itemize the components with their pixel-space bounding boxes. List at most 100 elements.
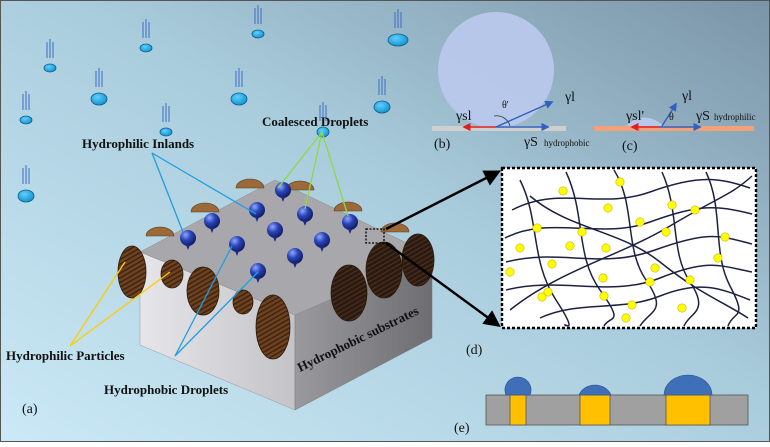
yellow-particle — [650, 263, 660, 273]
leader-inlands-2 — [151, 152, 257, 215]
falling-droplets — [17, 5, 409, 203]
fiber — [613, 169, 658, 327]
panel-e: (e) — [454, 374, 749, 436]
panel-b-angle-arc — [493, 115, 511, 127]
falling-droplet — [139, 43, 153, 53]
zoom-arrow-bottom — [385, 242, 501, 327]
sphere-tail — [303, 221, 307, 226]
sphere-tail — [273, 237, 277, 242]
zoom-arrow-top — [385, 170, 501, 231]
yellow-particle — [515, 243, 525, 253]
yellow-particle — [645, 277, 655, 287]
panel-c-theta: θ — [669, 112, 674, 123]
panel-b-gamma-s-sub: hydrophobic — [544, 138, 590, 148]
yellow-particle — [558, 186, 568, 196]
falling-droplet — [373, 100, 391, 114]
yellow-particle — [713, 253, 723, 263]
leader-lines — [69, 131, 349, 357]
fiber — [511, 178, 751, 211]
yellow-particle — [598, 273, 608, 283]
fiber — [504, 206, 753, 239]
yellow-particle — [532, 223, 542, 233]
fiber — [509, 175, 753, 311]
yellow-particle — [599, 291, 609, 301]
leader-droplets-1 — [174, 245, 233, 357]
panel-b-gamma-s: γS — [523, 135, 538, 150]
yellow-particle — [621, 313, 631, 323]
sphere-tail — [235, 251, 239, 256]
hydrophilic-particle — [160, 259, 184, 289]
falling-droplet — [230, 92, 248, 106]
yellow-particle — [627, 300, 637, 310]
leader-coalesced-2 — [304, 131, 323, 210]
panel-c-arrow-l — [661, 102, 677, 127]
fiber — [565, 171, 615, 327]
water-sphere — [249, 202, 265, 218]
water-sphere — [250, 263, 266, 279]
yellow-particle — [685, 275, 695, 285]
panel-b-label: (b) — [434, 137, 451, 152]
rim-particle-cap — [145, 226, 175, 237]
water-sphere — [342, 214, 358, 230]
coalesced-droplets-label: Coalesced Droplets — [262, 114, 368, 129]
yellow-particles — [505, 177, 730, 323]
sphere-tail — [186, 245, 190, 250]
fiber — [519, 179, 570, 327]
yellow-particle — [615, 177, 625, 187]
hydrophilic-particle — [401, 233, 435, 287]
panel-c-label: (c) — [622, 139, 638, 154]
sphere-tail — [348, 229, 352, 234]
hydrophilic-particles-label: Hydrophilic Particles — [6, 348, 125, 363]
yellow-particle — [661, 227, 671, 237]
water-sphere — [314, 232, 330, 248]
panel-b-arrow-l — [495, 100, 554, 128]
panel-c-gamma-s-sub: hydrophilic — [714, 112, 756, 122]
sphere-tail — [255, 217, 259, 222]
yellow-particle — [505, 267, 515, 277]
panel-b-surface — [432, 126, 566, 131]
leader-droplets-2 — [174, 271, 259, 357]
panel-b-gamma-l: γl — [564, 90, 575, 105]
yellow-particle — [537, 292, 547, 302]
panel-d-label: (d) — [466, 343, 483, 358]
falling-droplet — [251, 29, 265, 39]
yellow-particle — [603, 203, 613, 213]
yellow-particle — [565, 241, 575, 251]
hydrophilic-particle — [255, 294, 291, 360]
yellow-particle — [635, 217, 645, 227]
hydrophilic-particle — [117, 245, 147, 299]
yellow-particle — [601, 243, 611, 253]
rim-particle-cap — [235, 178, 265, 189]
leader-particles-2 — [69, 271, 171, 347]
sphere-tail — [281, 197, 285, 202]
sphere-tail — [293, 263, 297, 268]
panel-c-surface — [594, 126, 754, 131]
yellow-particle — [543, 287, 553, 297]
sphere-tail — [210, 228, 214, 233]
panel-e-cap-medium — [578, 384, 612, 396]
hydrophilic-particle — [330, 264, 368, 322]
blue-spheres — [180, 182, 358, 283]
hydrophobic-droplets-label: Hydrophobic Droplets — [104, 382, 228, 397]
panel-c: γl γsl' θ γS hydrophilic (c) — [594, 89, 756, 154]
hydrophilic-particle — [232, 289, 254, 315]
yellow-particle — [690, 205, 700, 215]
rim-particle-cap — [190, 202, 220, 213]
hydrophilic-particle — [365, 241, 403, 299]
panel-b-droplet — [438, 12, 554, 128]
yellow-particle — [547, 259, 557, 269]
panel-b: γl γsl θ' γS hydrophobic (b) — [432, 12, 590, 152]
rim-particle-cap — [333, 201, 363, 212]
water-sphere — [267, 222, 283, 238]
fiber — [529, 195, 749, 319]
panel-a-label: (a) — [22, 402, 38, 417]
leader-coalesced-3 — [321, 131, 349, 217]
water-sphere — [204, 213, 220, 229]
yellow-particle — [667, 200, 677, 210]
yellow-particle — [577, 227, 587, 237]
leader-inlands-1 — [151, 152, 184, 233]
panel-e-cap-large — [663, 374, 713, 396]
panel-c-gamma-s: γS — [695, 109, 710, 124]
